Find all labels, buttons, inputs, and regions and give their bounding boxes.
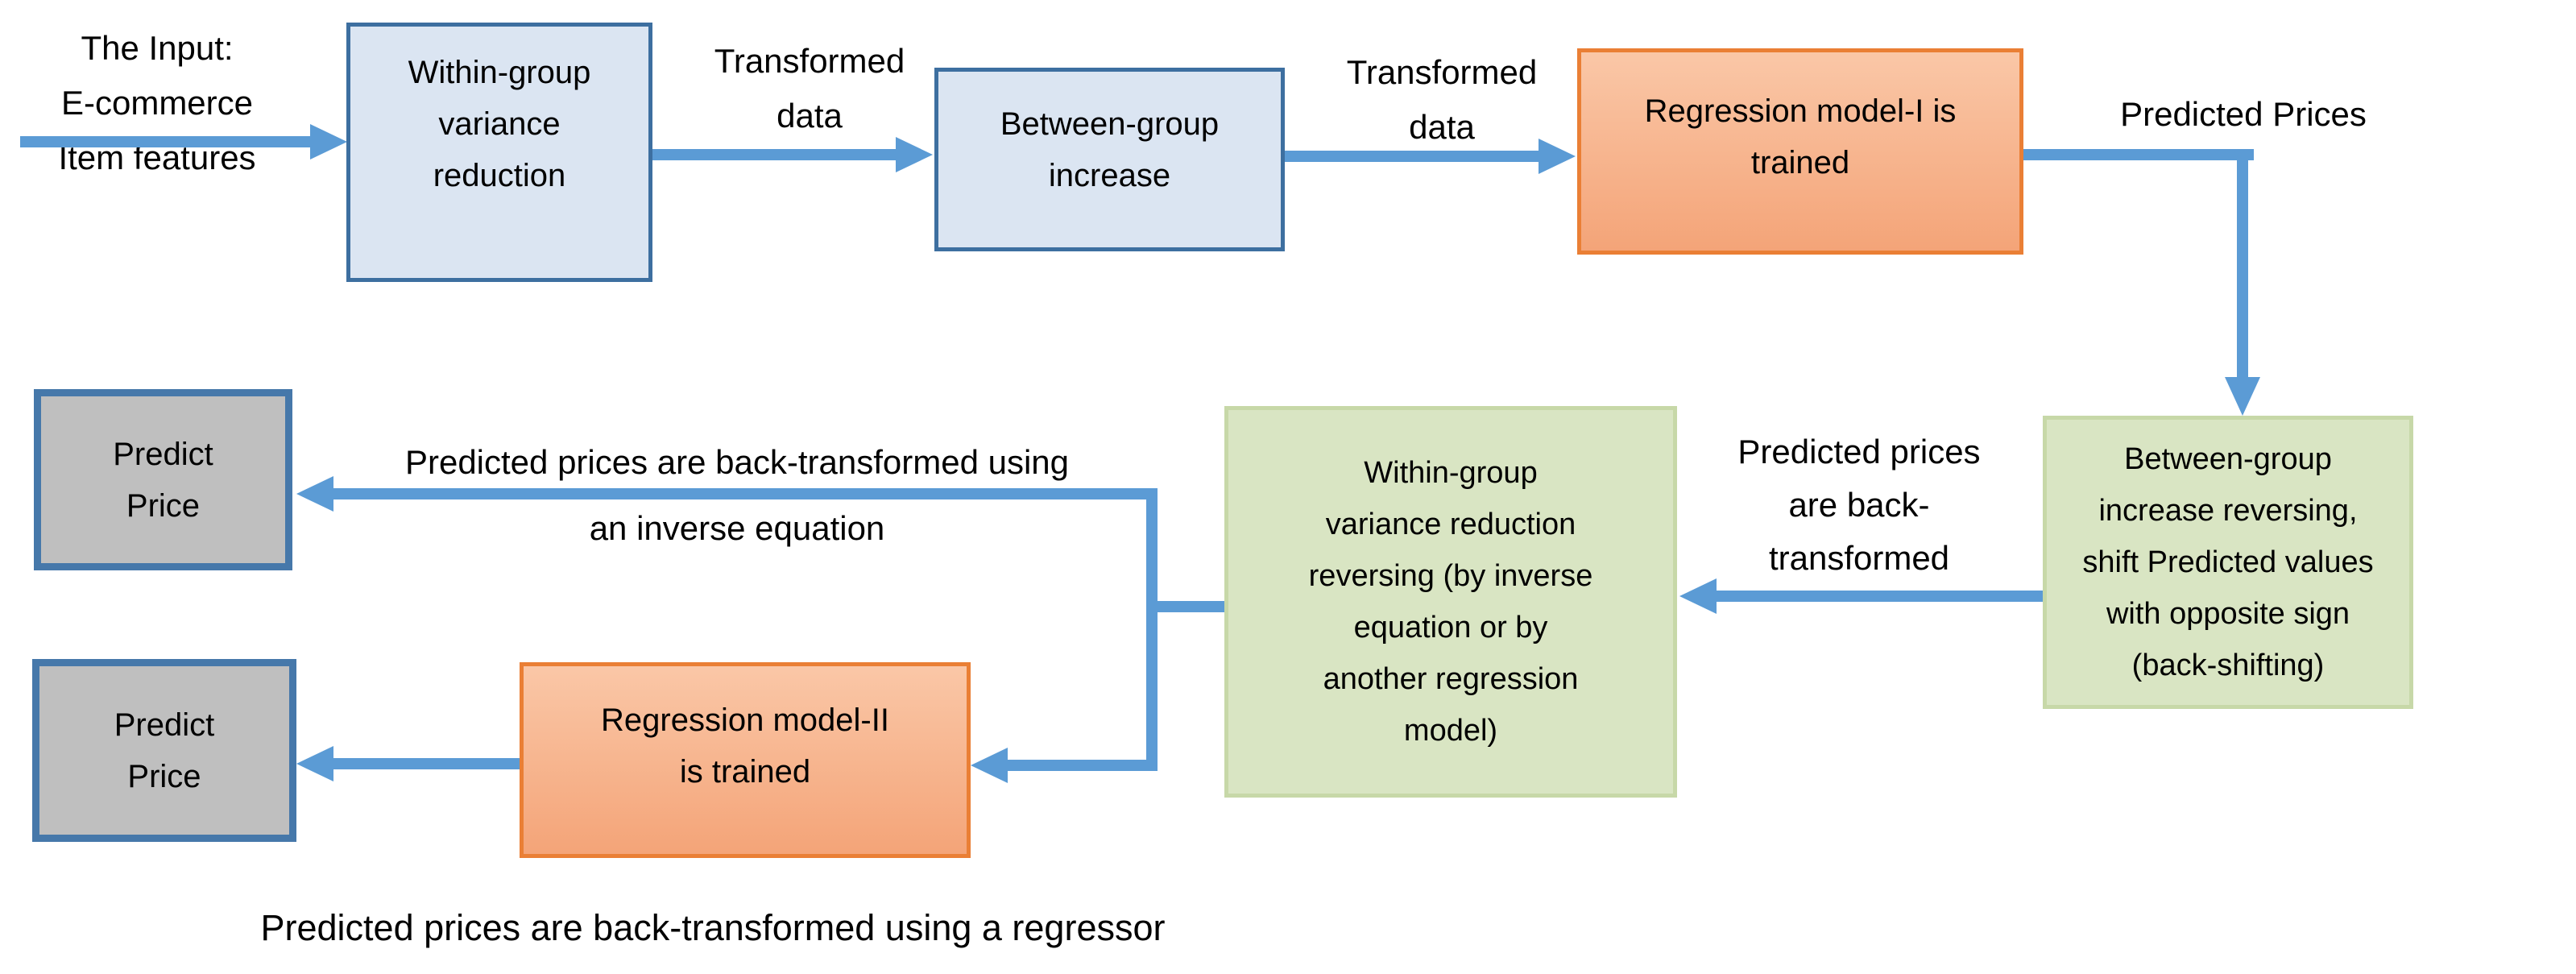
arrow-back-transformed-shaft <box>1717 591 2043 602</box>
arrow-inverse-shaft <box>333 488 1146 499</box>
box-line: variance <box>438 106 561 142</box>
arrow-predicted-prices-head-icon <box>2225 377 2260 416</box>
edge-label-line: data <box>1409 108 1475 146</box>
transformed-data-label-1: Transformed data <box>669 34 950 143</box>
arrow-transformed2-head-icon <box>1539 139 1576 174</box>
box-line: with opposite sign <box>2106 597 2350 631</box>
connector-branch-hshaft <box>1146 601 1224 612</box>
within-group-variance-reduction-box: Within-group variance reduction <box>346 23 652 282</box>
box-line: model) <box>1403 714 1498 748</box>
inverse-equation-label-line2: an inverse equation <box>314 508 1160 549</box>
between-group-increase-box: Between-group increase <box>934 68 1285 251</box>
arrow-input-shaft <box>20 136 310 147</box>
edge-label-line: Predicted Prices <box>2120 95 2367 133</box>
arrow-predicted-prices-hshaft <box>2023 149 2254 160</box>
box-line: shift Predicted values <box>2082 545 2374 579</box>
input-label-line: The Input: <box>81 29 234 67</box>
box-line: Within-group <box>1364 456 1538 490</box>
box-line: Between-group <box>2124 442 2332 476</box>
box-line: equation or by <box>1353 611 1548 644</box>
input-label-line: E-commerce <box>60 84 254 122</box>
arrow-transformed2-shaft <box>1285 151 1539 162</box>
predict-price-box-1: Predict Price <box>34 389 292 570</box>
arrow-transformed1-shaft <box>652 149 896 160</box>
predict-price-box-2: Predict Price <box>32 659 296 842</box>
box-line: trained <box>1750 145 1850 180</box>
connector-branch-vshaft <box>1146 488 1158 771</box>
arrow-transformed1-head-icon <box>896 137 933 172</box>
arrow-to-model2-head-icon <box>971 748 1008 783</box>
arrow-model2-out-head-icon <box>296 746 333 781</box>
inverse-equation-label-line1: Predicted prices are back-transformed us… <box>314 441 1160 483</box>
box-line: reduction <box>433 158 566 193</box>
edge-label-line: data <box>777 97 843 135</box>
arrow-inverse-head-icon <box>296 476 333 512</box>
regression-model-1-box: Regression model-I is trained <box>1577 48 2023 255</box>
arrow-model2-out-shaft <box>333 758 520 769</box>
box-line: Price <box>127 758 201 794</box>
box-line: increase <box>1048 158 1171 193</box>
transformed-data-label-2: Transformed data <box>1301 45 1583 155</box>
box-line: another regression <box>1323 662 1579 696</box>
caption-line: Predicted prices are back-transformed us… <box>260 907 1166 948</box>
edge-label-line: an inverse equation <box>589 509 885 547</box>
edge-label-line: Predicted prices are back-transformed us… <box>404 443 1070 481</box>
box-line: Between-group <box>1000 106 1220 142</box>
box-line: Predict <box>113 436 213 472</box>
predicted-prices-label: Predicted Prices <box>2094 87 2392 142</box>
edge-label-line: Transformed <box>1346 53 1538 91</box>
regression-model-2-box: Regression model-II is trained <box>520 662 971 858</box>
arrow-to-model2-shaft <box>1008 760 1146 771</box>
box-line: Predict <box>114 707 215 743</box>
box-line: reversing (by inverse <box>1308 559 1593 593</box>
box-line: (back-shifting) <box>2131 649 2325 682</box>
input-label: The Input: E-commerce Item features <box>16 21 298 185</box>
arrow-back-transformed-head-icon <box>1679 578 1717 614</box>
edge-label-line: Predicted prices <box>1737 433 1981 470</box>
arrow-predicted-prices-vshaft <box>2237 149 2248 379</box>
edge-label-line: transformed <box>1768 539 1950 577</box>
between-group-increase-reversing-box: Between-group increase reversing, shift … <box>2043 416 2413 709</box>
box-line: increase reversing, <box>2098 494 2358 528</box>
regressor-caption: Predicted prices are back-transformed us… <box>193 901 1232 955</box>
back-transformed-label: Predicted prices are back- transformed <box>1708 425 2011 585</box>
within-group-variance-reversing-box: Within-group variance reduction reversin… <box>1224 406 1677 798</box>
box-line: Price <box>126 487 201 524</box>
box-line: Regression model-I is <box>1644 93 1957 129</box>
edge-label-line: Transformed <box>714 42 905 80</box>
edge-label-line: are back- <box>1788 486 1930 524</box>
arrow-input-head-icon <box>310 124 347 160</box>
box-line: is trained <box>679 753 811 790</box>
box-line: Within-group <box>408 55 591 90</box>
box-line: variance reduction <box>1325 508 1576 541</box>
box-line: Regression model-II <box>601 702 889 738</box>
